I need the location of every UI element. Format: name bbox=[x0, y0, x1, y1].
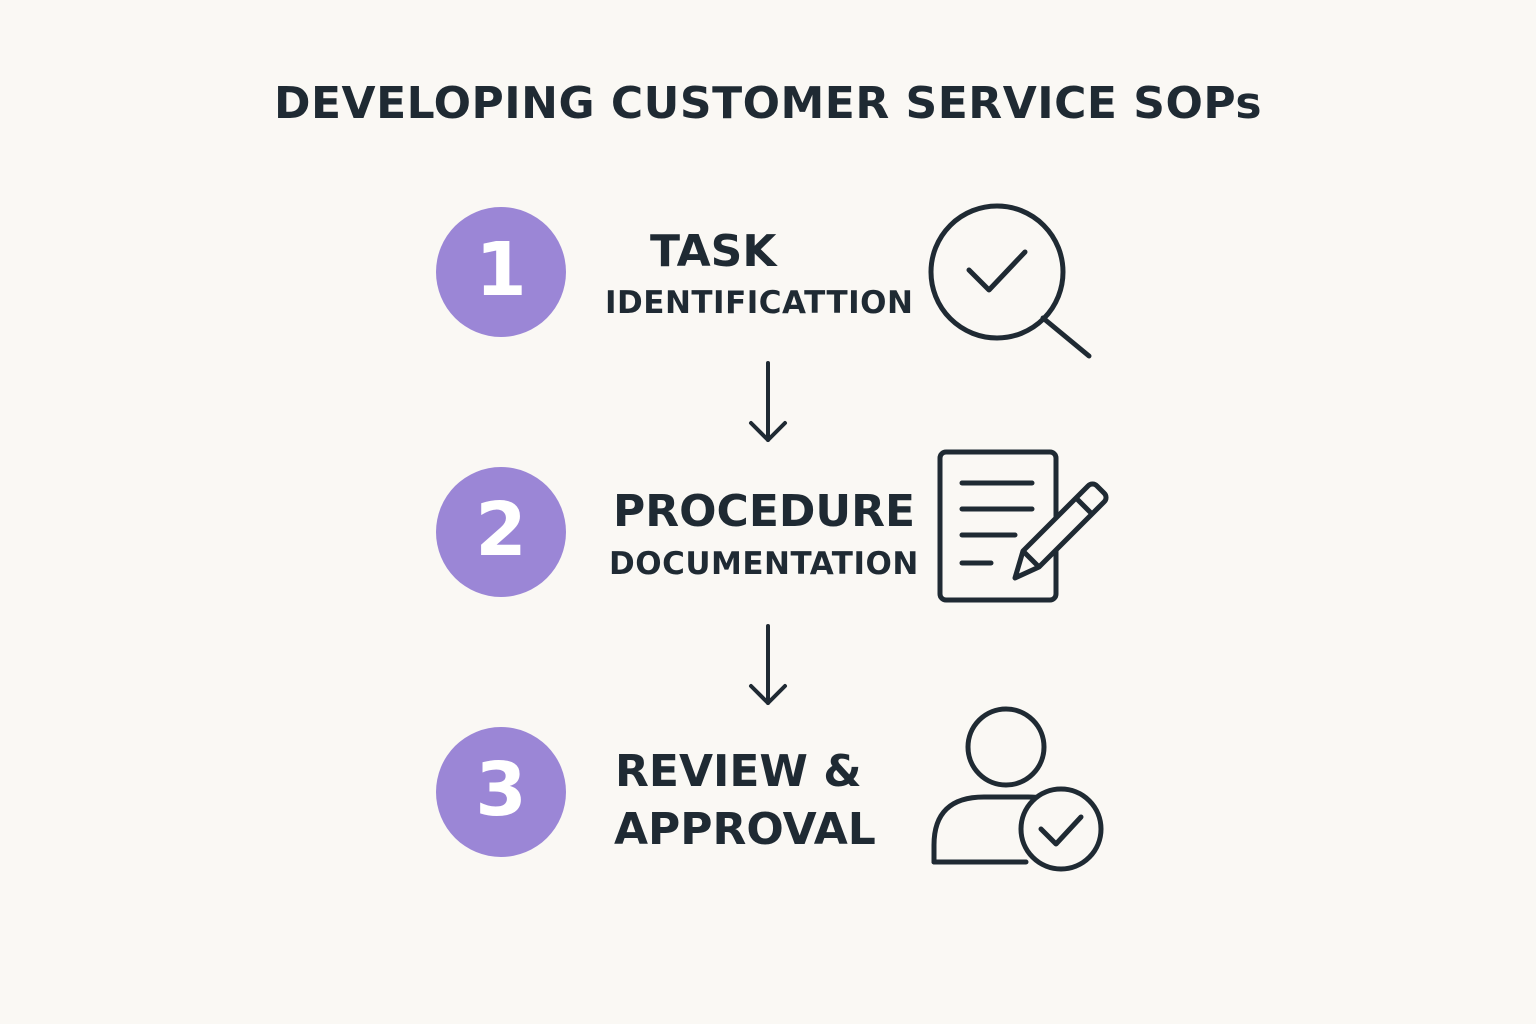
arrow-down-icon-1 bbox=[749, 361, 787, 442]
step-1-number: 1 bbox=[475, 227, 527, 313]
step-2-subtitle: DOCUMENTATION bbox=[609, 546, 919, 582]
step-3-title: REVIEW & bbox=[615, 746, 862, 797]
user-check-icon bbox=[931, 706, 1104, 872]
step-2-title: PROCEDURE bbox=[613, 486, 916, 537]
step-3-subtitle: APPROVAL bbox=[614, 804, 876, 855]
document-pencil-icon bbox=[937, 449, 1109, 603]
step-2-number: 2 bbox=[475, 487, 527, 573]
page-title: DEVELOPING CUSTOMER SERVICE SOPs bbox=[273, 78, 1263, 129]
arrow-down-icon-2 bbox=[749, 624, 787, 705]
step-2-number-badge: 2 bbox=[436, 467, 566, 597]
step-3-number: 3 bbox=[475, 747, 527, 833]
magnifier-check-icon bbox=[928, 203, 1092, 359]
step-1-subtitle: IDENTIFICATTION bbox=[605, 285, 914, 321]
step-1-number-badge: 1 bbox=[436, 207, 566, 337]
step-3-number-badge: 3 bbox=[436, 727, 566, 857]
step-1-title: TASK bbox=[650, 226, 777, 277]
